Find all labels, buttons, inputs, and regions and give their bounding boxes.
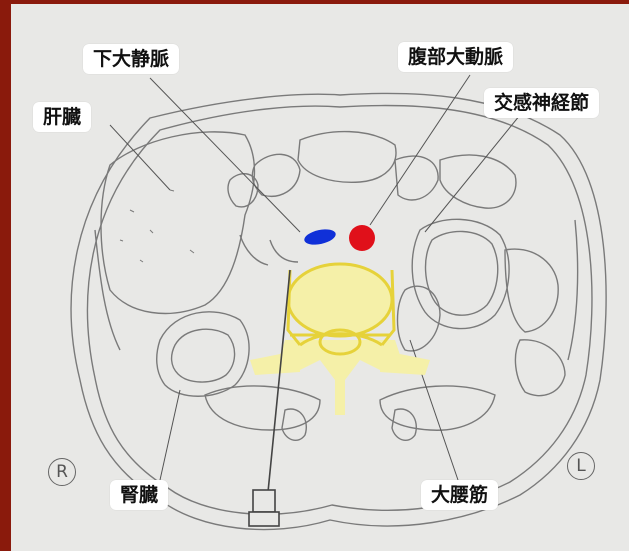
ivc-vessel (304, 229, 336, 245)
aorta-vessel (349, 225, 375, 251)
aorta-label: 腹部大動脈 (398, 42, 514, 72)
liver-label: 肝臓 (33, 102, 92, 132)
right-side-marker: R (48, 458, 76, 486)
liver-outline (100, 131, 256, 315)
ivc-label: 下大静脈 (83, 44, 180, 74)
vertebra (250, 262, 430, 415)
sympathetic-ganglion-label: 交感神経節 (484, 88, 600, 118)
kidney-label: 腎臓 (110, 480, 169, 510)
psoas-label: 大腰筋 (421, 480, 499, 510)
left-kidney-outline (411, 218, 510, 330)
right-kidney-outline (156, 311, 250, 397)
body-outline (70, 92, 607, 531)
needle (248, 269, 291, 527)
left-side-marker: L (567, 452, 595, 480)
